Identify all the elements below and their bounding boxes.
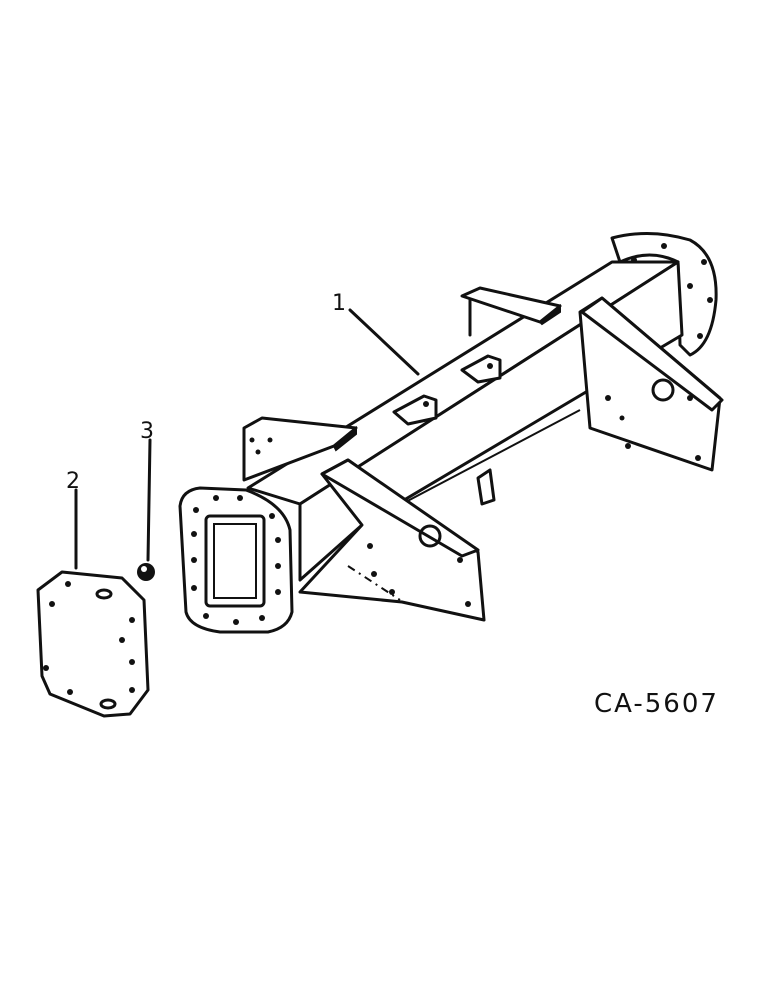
callout-2-label: 2: [66, 469, 80, 494]
callout-1-leader: [348, 308, 420, 376]
front-left-pad: [242, 416, 358, 482]
callout-3-label: 3: [140, 419, 154, 444]
front-end-flange: [178, 486, 294, 634]
top-rear-pad: [460, 286, 562, 337]
gasket-plate: [36, 488, 150, 718]
rear-end-flange: [610, 231, 718, 357]
axle-beam-assembly: [178, 231, 724, 634]
front-mounting-plate: [298, 458, 486, 622]
callout-3-leader: [146, 438, 152, 562]
top-brackets: [392, 354, 502, 506]
nut: [137, 438, 155, 581]
rear-mounting-plate: [578, 296, 724, 472]
figure-code: CA-5607: [594, 689, 719, 719]
callout-1-label: 1: [332, 291, 346, 316]
